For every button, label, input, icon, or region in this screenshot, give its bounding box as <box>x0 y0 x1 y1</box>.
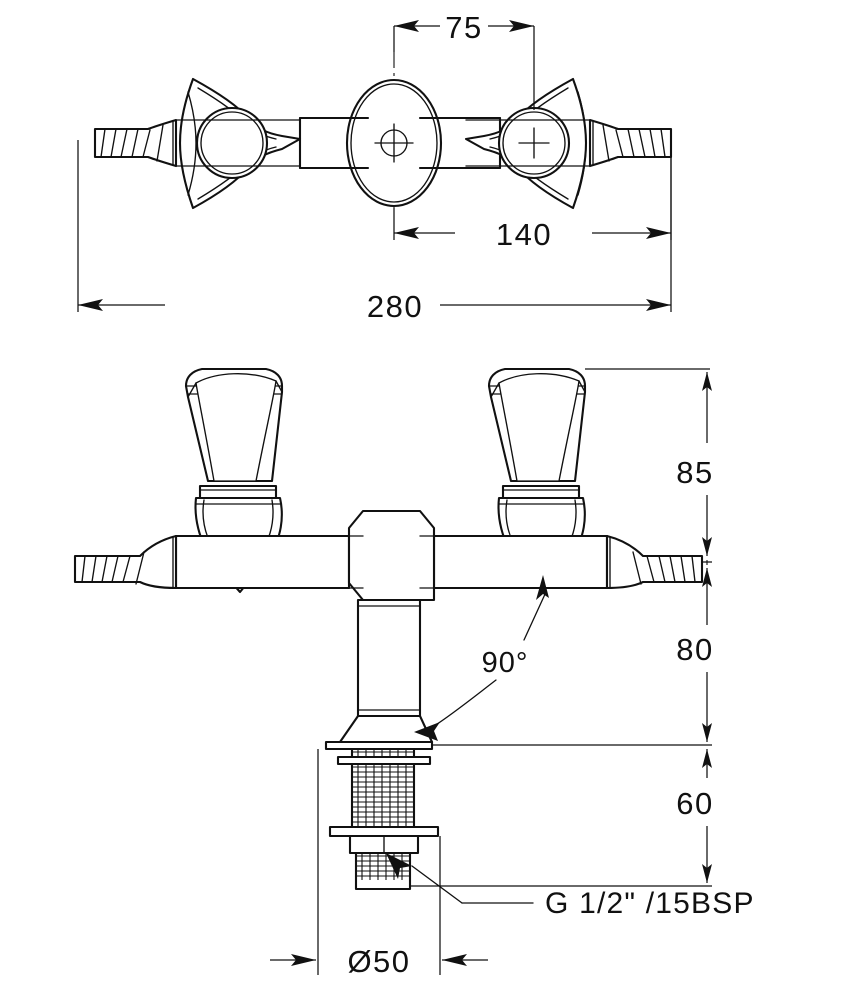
front-handle-left-side-edge-r <box>275 380 283 393</box>
front-nozzle-right-rib-5 <box>646 555 655 583</box>
front-handle-left-side-edge-l <box>187 382 197 398</box>
top-handle-left-boss-inner <box>200 111 264 175</box>
front-body-left-bar <box>174 534 351 590</box>
top-nozzle-left <box>93 118 178 168</box>
front-nozzle-right-rib-2 <box>680 555 686 583</box>
front-view-dimensions-vertical: 85 80 60 <box>410 368 713 887</box>
top-handle-left-boss-outer <box>195 106 269 180</box>
top-handle-right-stem-edges <box>465 119 591 167</box>
angle-annotation-90: 90° <box>414 575 549 741</box>
front-nozzle-left <box>73 534 178 590</box>
dim-label-85: 85 <box>676 455 713 490</box>
dim-label-140: 140 <box>496 217 552 252</box>
front-hub-joint-left <box>348 535 364 589</box>
thread-leader-arrow <box>386 853 412 879</box>
front-nozzle-left-body <box>73 534 178 590</box>
front-handle-right-side-edge-l <box>490 382 500 398</box>
front-body-right-edges <box>432 534 609 590</box>
front-nozzle-left-rib-5 <box>122 555 131 583</box>
top-nozzle-right-rib-2 <box>649 128 656 158</box>
front-shank-column <box>356 598 422 718</box>
dim-label-60: 60 <box>676 786 713 821</box>
front-handle-right-lobe <box>498 373 580 482</box>
top-nozzle-left-rib-5 <box>142 129 151 158</box>
top-nozzle-right-rib-5 <box>615 129 624 158</box>
top-body-left-arm-edges <box>298 116 370 170</box>
front-nozzle-left-rib-2 <box>91 555 97 583</box>
top-handle-right-bevel-right <box>577 91 587 196</box>
front-nozzle-left-rib-4 <box>111 555 119 583</box>
front-hub-joint-right <box>419 535 435 589</box>
thread-spec-annotation: G 1/2" /15BSP <box>386 853 755 920</box>
front-handle-right-side-edge-r <box>578 380 586 393</box>
front-nozzle-right-rib-6 <box>632 551 642 585</box>
front-nozzle-left-rib-1 <box>81 555 86 583</box>
top-nozzle-right-rib-3 <box>638 128 646 158</box>
dim-label-280: 280 <box>367 289 423 324</box>
front-backnut-flange <box>328 825 440 838</box>
top-view-dimensions: 75 140 280 <box>77 10 672 324</box>
front-nozzle-left-rib-6 <box>135 551 145 585</box>
front-handle-right <box>487 367 587 594</box>
top-nozzle-right-rib-4 <box>627 128 635 158</box>
top-handle-right-boss-inner <box>502 111 566 175</box>
dim-label-75: 75 <box>445 10 482 45</box>
front-handle-left-lobe <box>195 373 277 482</box>
front-mount-plate <box>324 740 434 751</box>
front-body-center-hub <box>347 509 436 602</box>
top-nozzle-right-rib-6 <box>602 124 610 162</box>
front-view-group <box>73 367 704 891</box>
dim-label-diameter-50: Ø50 <box>347 944 410 979</box>
top-body-hub-inner <box>350 83 438 203</box>
dim-label-80: 80 <box>676 632 713 667</box>
diameter-dimension-50: Ø50 <box>270 749 488 979</box>
top-nozzle-left-rib-2 <box>110 128 117 158</box>
thread-leader-diagonal <box>411 865 463 904</box>
front-nozzle-right-rib-3 <box>669 555 676 583</box>
top-nozzle-left-rib-1 <box>100 128 106 158</box>
top-handle-left-stem-edges <box>175 119 301 167</box>
dim-label-90-degrees: 90° <box>482 647 529 679</box>
angle-leader-lower-arrow <box>414 722 440 741</box>
top-nozzle-left-rib-3 <box>120 128 128 158</box>
angle-leader-upper-arrow <box>536 575 549 600</box>
front-nozzle-right-rib-4 <box>658 555 666 583</box>
front-body-left-edges <box>174 534 351 590</box>
front-lock-washer-upper <box>336 755 432 766</box>
top-view-group <box>93 52 673 210</box>
top-nozzle-right <box>588 118 673 168</box>
thread-spec-label: G 1/2" /15BSP <box>545 887 755 920</box>
front-nozzle-left-rib-3 <box>101 555 108 583</box>
front-body-right-bar <box>432 534 609 590</box>
top-nozzle-left-rib-6 <box>156 124 164 162</box>
front-handle-right-collar <box>501 484 581 500</box>
front-nozzle-right-rib-1 <box>691 555 696 583</box>
top-nozzle-left-rib-4 <box>131 128 139 158</box>
top-body-right-arm-edges <box>418 116 502 170</box>
top-handle-left <box>175 77 302 210</box>
top-nozzle-right-rib-1 <box>660 128 666 158</box>
angle-leader-upper-curve <box>523 591 547 641</box>
front-handle-left-collar <box>198 484 278 500</box>
